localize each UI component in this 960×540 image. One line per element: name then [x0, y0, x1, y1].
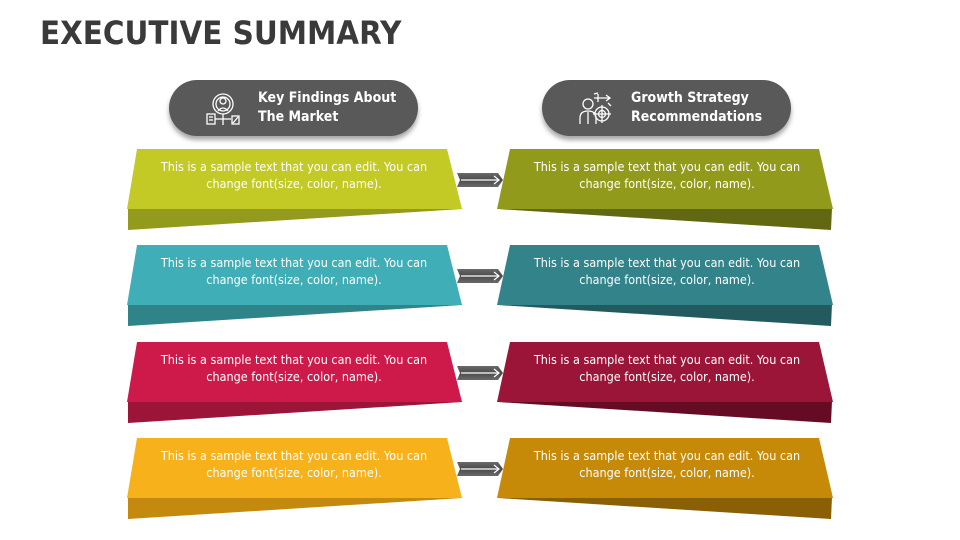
label-line-1: Key Findings About — [258, 90, 397, 106]
market-research-icon — [206, 93, 240, 125]
right-card-text: This is a sample text that you can edit.… — [533, 352, 801, 384]
left-card — [127, 245, 462, 305]
left-card — [127, 342, 462, 402]
header-growth-strategy: Growth Strategy Recommendations — [542, 80, 791, 136]
right-card — [497, 149, 833, 209]
page-title: EXECUTIVE SUMMARY — [40, 14, 402, 52]
right-card-text: This is a sample text that you can edit.… — [533, 448, 801, 480]
right-card-text: This is a sample text that you can edit.… — [533, 255, 801, 287]
left-card-flap — [128, 497, 462, 519]
label-line-2: Recommendations — [631, 109, 763, 125]
arrow-head — [493, 175, 500, 185]
right-card — [497, 245, 833, 305]
right-card — [497, 438, 833, 498]
arrow-head — [493, 368, 500, 378]
right-card-flap — [498, 208, 832, 230]
left-card-flap — [128, 401, 462, 423]
right-card-flap — [498, 304, 832, 326]
left-card-flap — [128, 208, 462, 230]
left-card — [127, 149, 462, 209]
left-card — [127, 438, 462, 498]
label-line-2: The Market — [258, 109, 339, 125]
left-card-text: This is a sample text that you can edit.… — [160, 255, 428, 287]
arrow-head — [493, 271, 500, 281]
growth-strategy-icon — [579, 92, 612, 124]
right-card-flap — [498, 401, 832, 423]
header-key-findings: Key Findings About The Market — [169, 80, 418, 136]
arrow-head — [493, 464, 500, 474]
left-card-text: This is a sample text that you can edit.… — [160, 352, 428, 384]
right-card — [497, 342, 833, 402]
left-card-text: This is a sample text that you can edit.… — [160, 159, 428, 191]
header-growth-strategy-label: Growth Strategy Recommendations — [631, 89, 762, 127]
right-card-flap — [498, 497, 832, 519]
label-line-1: Growth Strategy — [631, 90, 749, 106]
right-card-text: This is a sample text that you can edit.… — [533, 159, 801, 191]
header-key-findings-label: Key Findings About The Market — [258, 89, 396, 127]
left-card-text: This is a sample text that you can edit.… — [160, 448, 428, 480]
left-card-flap — [128, 304, 462, 326]
